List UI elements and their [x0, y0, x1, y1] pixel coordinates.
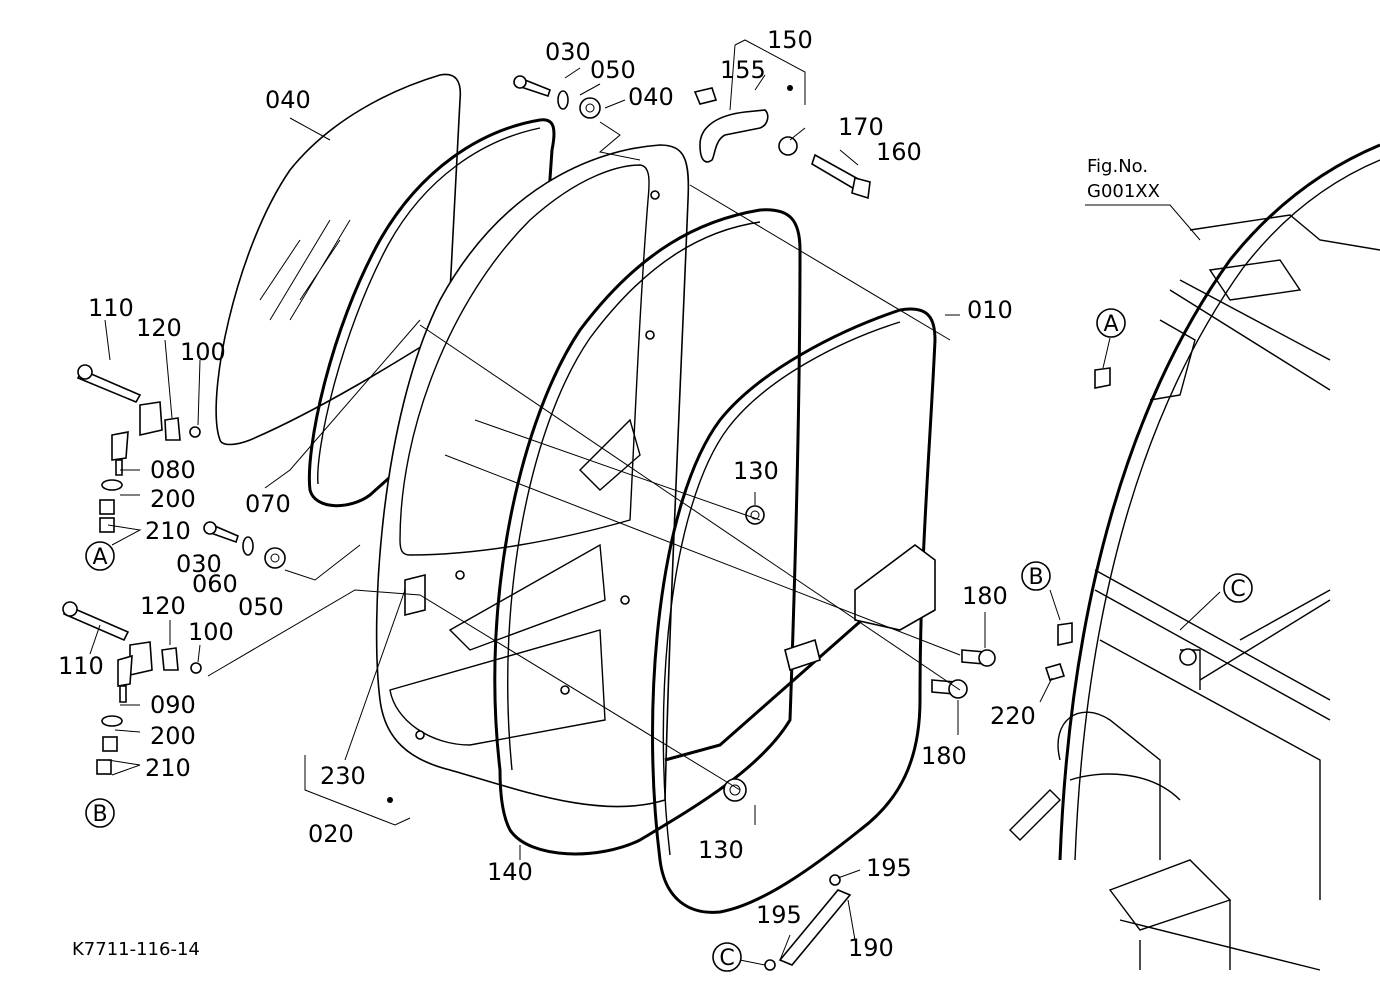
- glass-panel-060: [215, 73, 462, 446]
- label-230: 230: [320, 762, 366, 790]
- svg-text:B: B: [92, 802, 107, 827]
- ref-marker-C-left: C: [712, 942, 742, 972]
- fig-no-label: Fig.No.: [1087, 156, 1148, 177]
- label-140: 140: [487, 858, 533, 886]
- label-030-lower: 030: [176, 550, 222, 578]
- label-210-lower: 210: [145, 754, 191, 782]
- label-195-lower: 195: [756, 901, 802, 929]
- ref-marker-A-right: A: [1096, 308, 1126, 338]
- fastener-set-lower: [203, 521, 286, 569]
- cab-structure: [1009, 143, 1380, 971]
- ref-marker-A-left: A: [85, 541, 115, 571]
- label-010: 010: [967, 296, 1013, 324]
- svg-text:B: B: [1028, 565, 1043, 590]
- fastener-set-top: [513, 75, 601, 119]
- hinge-upper: [76, 364, 201, 533]
- label-120-lower: 120: [140, 592, 186, 620]
- svg-text:C: C: [1230, 577, 1245, 602]
- fig-no-value: G001XX: [1087, 181, 1160, 202]
- label-200-lower: 200: [150, 722, 196, 750]
- label-150: 150: [767, 26, 813, 54]
- bolt-130-upper: [745, 505, 765, 525]
- label-060: 040: [265, 86, 311, 114]
- label-130-lower: 130: [698, 836, 744, 864]
- ref-marker-C-right: C: [1223, 573, 1253, 603]
- svg-text:C: C: [719, 946, 734, 971]
- label-180-lower: 180: [921, 742, 967, 770]
- label-100-upper: 100: [180, 338, 226, 366]
- label-090: 090: [150, 691, 196, 719]
- label-120-upper: 120: [136, 314, 182, 342]
- handle-assembly-150: [693, 39, 871, 200]
- ref-marker-B-left: B: [85, 798, 115, 828]
- leader-lines: [89, 67, 1221, 966]
- ref-marker-B-right: B: [1021, 561, 1051, 591]
- figure-code: K7711-116-14: [72, 939, 200, 960]
- label-190: 190: [848, 934, 894, 962]
- label-200-upper: 200: [150, 485, 196, 513]
- label-180-upper: 180: [962, 582, 1008, 610]
- label-220: 220: [990, 702, 1036, 730]
- label-130-upper: 130: [733, 457, 779, 485]
- label-050-lower: 060: [192, 570, 238, 598]
- bolt-180-upper: [961, 649, 996, 667]
- hinge-lower: [62, 601, 202, 775]
- label-210-upper: 210: [145, 517, 191, 545]
- label-030-top: 030: [545, 38, 591, 66]
- label-070: 070: [245, 490, 291, 518]
- svg-text:A: A: [92, 545, 107, 570]
- label-170: 170: [838, 113, 884, 141]
- gas-strut-190: [764, 874, 852, 971]
- label-195-upper: 195: [866, 854, 912, 882]
- svg-text:A: A: [1103, 312, 1118, 337]
- label-050-top: 050: [590, 56, 636, 84]
- label-040-lower: 050: [238, 593, 284, 621]
- label-155: 155: [720, 56, 766, 84]
- label-110-lower: 110: [58, 652, 104, 680]
- label-160: 160: [876, 138, 922, 166]
- bolt-130-lower: [723, 778, 747, 802]
- label-100-lower: 100: [188, 618, 234, 646]
- label-020: 020: [308, 820, 354, 848]
- label-040-top: 040: [628, 83, 674, 111]
- label-110-upper: 110: [88, 294, 134, 322]
- label-080: 080: [150, 456, 196, 484]
